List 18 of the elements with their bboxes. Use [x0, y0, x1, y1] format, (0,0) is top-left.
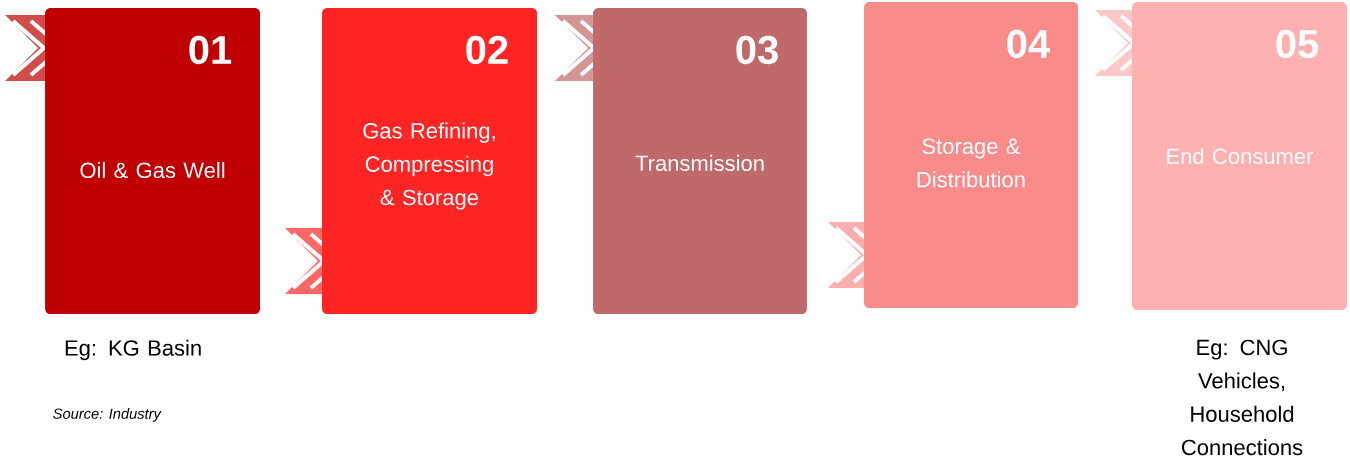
- example-text: Eg: KG Basin: [65, 339, 201, 361]
- example-text: Eg: CNG Vehicles, Household Connections: [1181, 339, 1303, 456]
- step-label: End Consumer: [1167, 147, 1314, 165]
- step-number: 03: [736, 35, 778, 65]
- step-label: Transmission: [635, 154, 764, 171]
- step-number: 01: [189, 35, 232, 65]
- stage-box: [45, 7, 260, 314]
- stage-box: [593, 7, 807, 314]
- stage-box: [864, 1, 1078, 308]
- step-label: Oil & Gas Well: [80, 161, 225, 179]
- step-number: 02: [466, 35, 508, 65]
- stage-box: [1132, 1, 1347, 310]
- step-label: Storage & Distribution: [917, 138, 1025, 188]
- stage-box: [322, 7, 538, 314]
- step-label: Gas Refining, Compressing & Storage: [363, 122, 495, 210]
- step-number: 05: [1276, 29, 1319, 59]
- source-note: Source: Industry: [53, 408, 162, 422]
- step-number: 04: [1007, 29, 1051, 59]
